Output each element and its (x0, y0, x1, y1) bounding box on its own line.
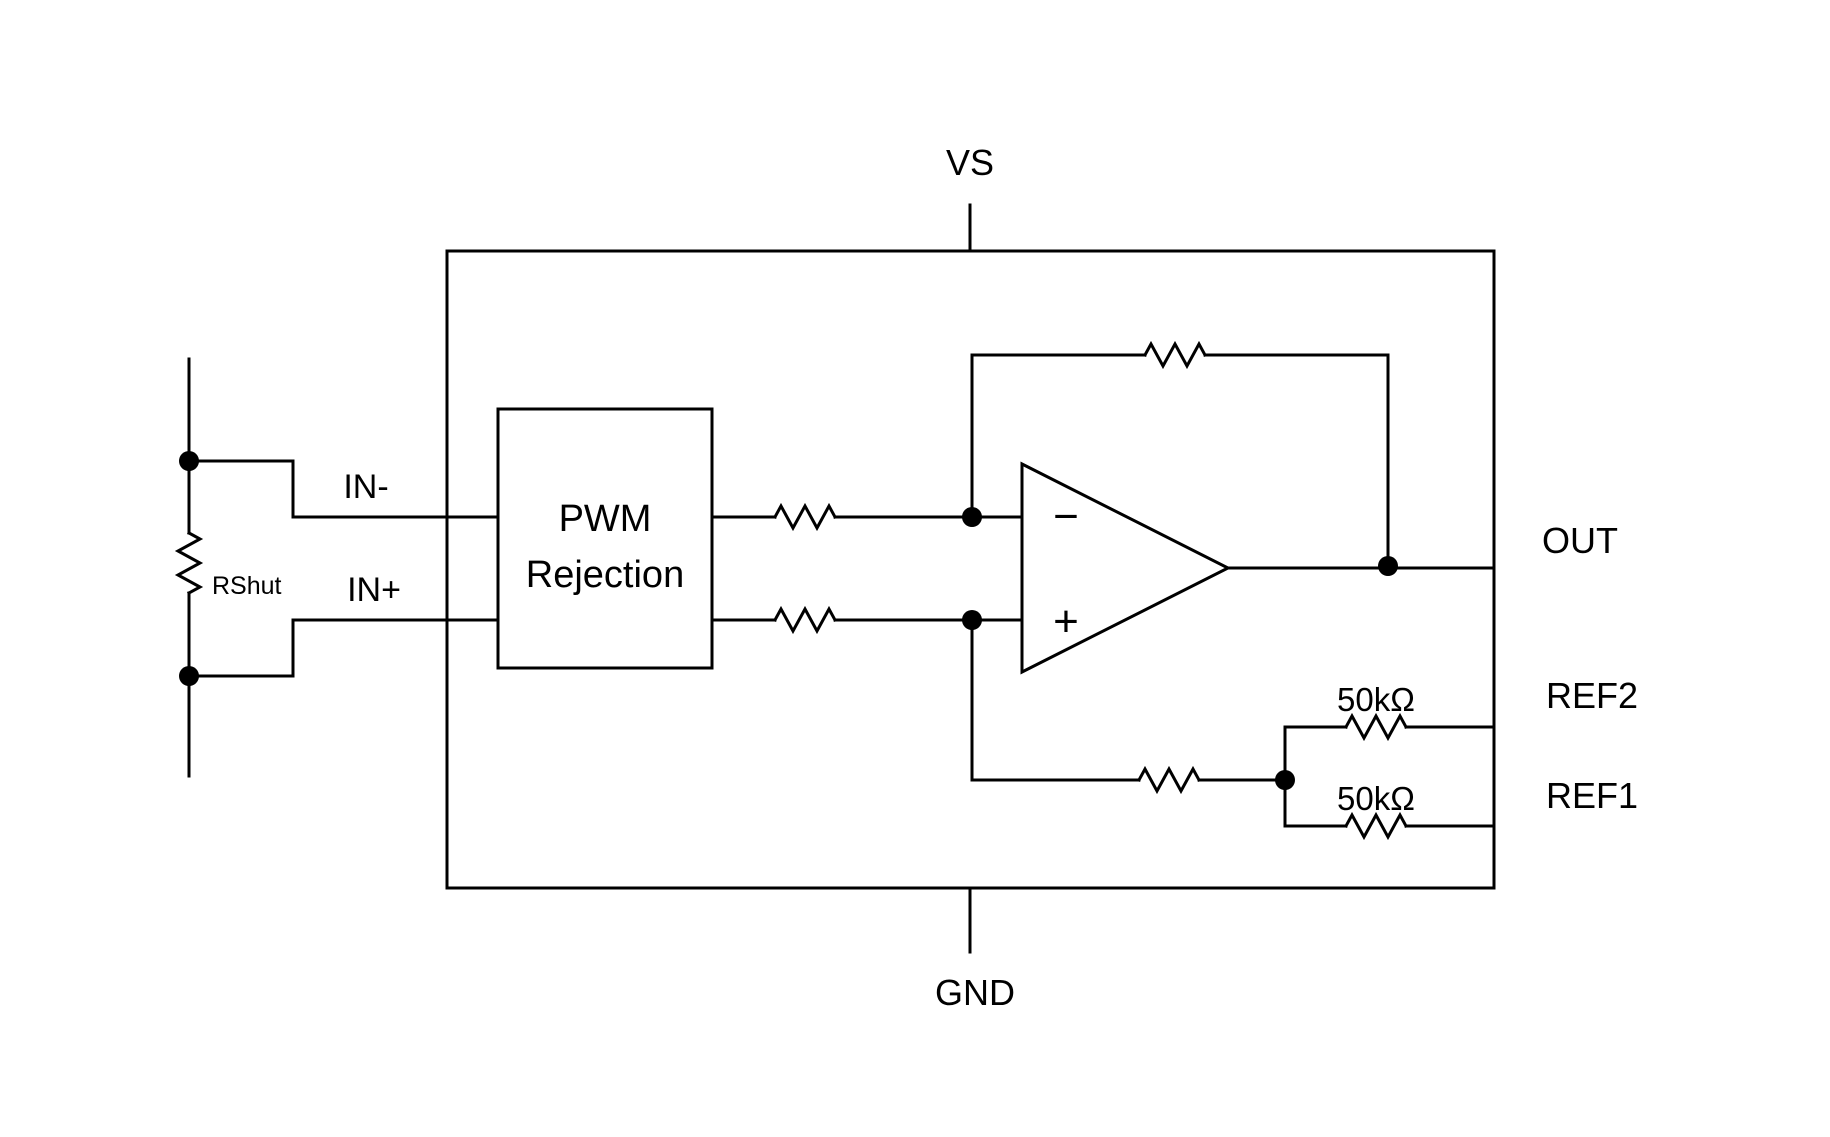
ref-wire (970, 618, 1287, 782)
junction-dot-shunt-top (179, 451, 199, 471)
gnd-label: GND (935, 972, 1015, 1013)
in-minus-wire (187, 459, 500, 519)
resistor-feedback (1143, 342, 1207, 368)
opamp-triangle (1020, 461, 1232, 675)
junction-dot-opamp-minus (962, 507, 982, 527)
resistor-50k-ref1-label: 50kΩ (1337, 780, 1415, 817)
resistor-50k-ref2-label: 50kΩ (1337, 681, 1415, 718)
feedback-wire (970, 353, 1390, 568)
resistor-ref (1137, 767, 1201, 793)
in-minus-label: IN- (343, 468, 388, 506)
resistor-in-minus (773, 504, 837, 530)
junction-dot-ref (1275, 770, 1295, 790)
resistor-in-plus (773, 607, 837, 633)
junction-dot-output (1378, 556, 1398, 576)
vs-label: VS (946, 142, 994, 183)
in-plus-wire (187, 618, 500, 678)
resistor-shunt (176, 531, 202, 595)
resistor-50k-ref1 (1344, 813, 1408, 839)
junction-dot-shunt-bottom (179, 666, 199, 686)
pwm-label-line1: PWM (559, 498, 652, 540)
in-plus-label: IN+ (347, 571, 401, 609)
ref1-label: REF1 (1546, 775, 1638, 816)
rshunt-label: RShut (212, 572, 282, 600)
opamp-minus-sign: − (1053, 492, 1079, 541)
resistor-50k-ref2 (1344, 714, 1408, 740)
junction-dot-opamp-plus (962, 610, 982, 630)
out-label: OUT (1542, 520, 1618, 561)
ref2-label: REF2 (1546, 675, 1638, 716)
pwm-rejection-box (496, 407, 714, 670)
pwm-label-line2: Rejection (526, 554, 684, 596)
opamp-plus-sign: + (1053, 597, 1079, 646)
